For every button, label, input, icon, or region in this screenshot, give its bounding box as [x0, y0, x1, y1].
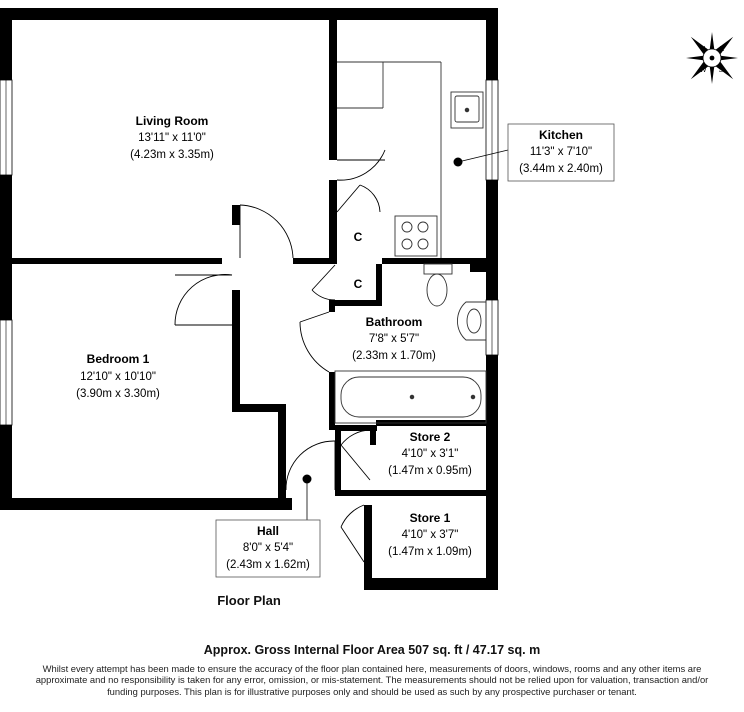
kitchen-name: Kitchen: [539, 128, 583, 142]
bathroom-metric: (2.33m x 1.70m): [352, 350, 436, 362]
closet-upper-label: C: [354, 230, 363, 244]
living-room-name: Living Room: [136, 114, 209, 128]
store-2-imperial: 4'10" x 3'1": [402, 448, 459, 460]
toilet-cistern-icon: [423, 263, 453, 275]
toilet-bowl-icon: [426, 273, 448, 307]
closet-lower-label: C: [354, 277, 363, 291]
room-living-room: Living Room 13'11" x 11'0" (4.23m x 3.35…: [130, 114, 214, 161]
bath-icon: [334, 370, 487, 424]
bathroom-fixtures: [334, 263, 487, 424]
store-1-name: Store 1: [410, 511, 451, 525]
room-hall: Hall 8'0" x 5'4" (2.43m x 1.62m): [226, 524, 310, 571]
store-2-name: Store 2: [410, 430, 451, 444]
kitchen-imperial: 11'3" x 7'10": [530, 146, 592, 158]
compass-icon: N E S W: [686, 32, 738, 84]
compass-n: N: [700, 46, 705, 53]
kitchen-metric: (3.44m x 2.40m): [519, 163, 603, 175]
room-store-2: Store 2 4'10" x 3'1" (1.47m x 0.95m): [388, 430, 472, 477]
gross-internal-area: Approx. Gross Internal Floor Area 507 sq…: [203, 643, 541, 657]
hall-metric: (2.43m x 1.62m): [226, 559, 310, 571]
kitchen-label-box: [507, 123, 615, 182]
bedroom-1-name: Bedroom 1: [87, 352, 150, 366]
basin-icon: [457, 301, 486, 341]
living-room-metric: (4.23m x 3.35m): [130, 149, 214, 161]
hall-name: Hall: [257, 524, 279, 538]
store-1-metric: (1.47m x 1.09m): [388, 546, 472, 558]
store-2-metric: (1.47m x 0.95m): [388, 465, 472, 477]
windows: [0, 79, 499, 426]
compass-e: E: [720, 46, 725, 53]
disclaimer-text: Whilst every attempt has been made to en…: [35, 663, 709, 697]
bathroom-name: Bathroom: [366, 315, 423, 329]
compass-s: S: [719, 67, 724, 74]
outer-walls: [0, 8, 498, 590]
bedroom-1-imperial: 12'10" x 10'10": [80, 371, 156, 383]
room-store-1: Store 1 4'10" x 3'7" (1.47m x 1.09m): [388, 511, 472, 558]
room-bathroom: Bathroom 7'8" x 5'7" (2.33m x 1.70m): [352, 315, 436, 362]
hob-icon: [394, 215, 438, 257]
kitchen-sink-icon: [450, 91, 484, 129]
store-1-imperial: 4'10" x 3'7": [402, 529, 459, 541]
floor-plan-title: Floor Plan: [217, 593, 281, 608]
kitchen-fixtures: [337, 61, 484, 258]
bathroom-imperial: 7'8" x 5'7": [369, 333, 419, 345]
compass-w: W: [700, 67, 707, 74]
hall-label-box: [215, 519, 321, 578]
room-bedroom-1: Bedroom 1 12'10" x 10'10" (3.90m x 3.30m…: [76, 352, 160, 400]
bedroom-1-metric: (3.90m x 3.30m): [76, 388, 160, 400]
hall-imperial: 8'0" x 5'4": [243, 542, 293, 554]
door-swings: [174, 149, 386, 563]
living-room-imperial: 13'11" x 11'0": [138, 132, 206, 144]
room-kitchen: Kitchen 11'3" x 7'10" (3.44m x 2.40m): [519, 128, 603, 175]
